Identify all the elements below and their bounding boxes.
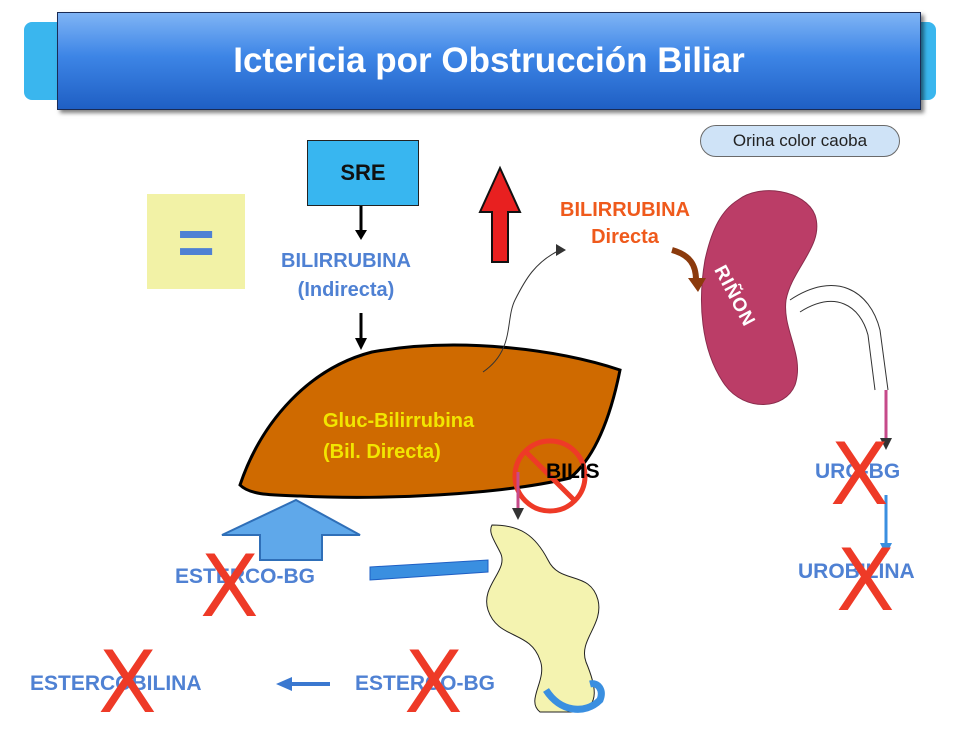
uro-bg-label: URO-BG: [815, 460, 901, 483]
liver-label: Gluc-Bilirrubina (Bil. Directa): [323, 406, 474, 468]
arrow-indirecta-head: [355, 338, 367, 350]
kidney-shape: [701, 190, 818, 405]
uro-to-urobilina-head: [880, 543, 892, 555]
liver-label-line2: (Bil. Directa): [323, 441, 441, 463]
ureter-line-2: [799, 301, 876, 391]
ureter-line-1: [789, 285, 889, 391]
x-mark-esterco-bg-upper: X: [200, 537, 259, 637]
sre-label: SRE: [340, 160, 386, 185]
urobilina-label: UROBILINA: [798, 560, 915, 583]
intestine-shape: [486, 524, 600, 713]
bilis-label: BILIS: [546, 460, 600, 483]
x-mark-uro-bg: X: [830, 425, 889, 525]
bilirrubina-indirecta-line1: BILIRRUBINA: [281, 250, 411, 272]
liver-to-directa-head: [556, 244, 566, 256]
x-mark-estercobilina: X: [98, 633, 157, 733]
orina-callout: Orina color caoba: [700, 125, 900, 157]
to-estercobilina-head: [276, 677, 292, 691]
esterco-bg-lower-label: ESTERCO-BG: [355, 672, 496, 695]
title-bar: Ictericia por Obstrucción Biliar: [57, 12, 921, 110]
intestine-return-arrow: [543, 680, 605, 713]
arrow-sre-head: [355, 230, 367, 240]
bilirrubina-indirecta-label: BILIRRUBINA (Indirecta): [255, 247, 437, 305]
bilis-down-head: [512, 508, 524, 520]
bilirrubina-directa-line1: BILIRRUBINA: [560, 199, 690, 221]
page-title: Ictericia por Obstrucción Biliar: [233, 41, 745, 80]
x-mark-esterco-bg-lower: X: [404, 633, 463, 733]
liver-shape: [238, 343, 622, 499]
sre-box: SRE: [307, 140, 419, 206]
esterco-bg-upper-label: ESTERCO-BG: [175, 565, 316, 588]
blocked-bilis-icon: [512, 438, 588, 514]
blocked-bilis-slash: [524, 450, 577, 503]
bilirrubina-indirecta-line2: (Indirecta): [297, 279, 395, 301]
kidney-to-uro-head: [880, 438, 892, 450]
directa-to-kidney-head: [688, 278, 706, 292]
bilirrubina-directa-label: BILIRRUBINA Directa: [530, 197, 720, 251]
enterohepatic-up-arrow: [221, 498, 361, 561]
equal-box: =: [147, 194, 245, 289]
bilirrubina-directa-line2: Directa: [591, 226, 659, 248]
equal-sign: =: [177, 205, 215, 278]
increase-arrow-icon: [478, 165, 522, 263]
liver-to-directa-line: [482, 249, 561, 373]
orina-label: Orina color caoba: [732, 131, 868, 150]
intestine-to-estercobg-bar: [369, 559, 489, 581]
directa-to-kidney-arrow: [671, 247, 699, 281]
x-mark-urobilina: X: [836, 531, 895, 631]
estercobilina-label: ESTERCOBILINA: [30, 672, 202, 695]
liver-label-line1: Gluc-Bilirrubina: [323, 410, 475, 432]
